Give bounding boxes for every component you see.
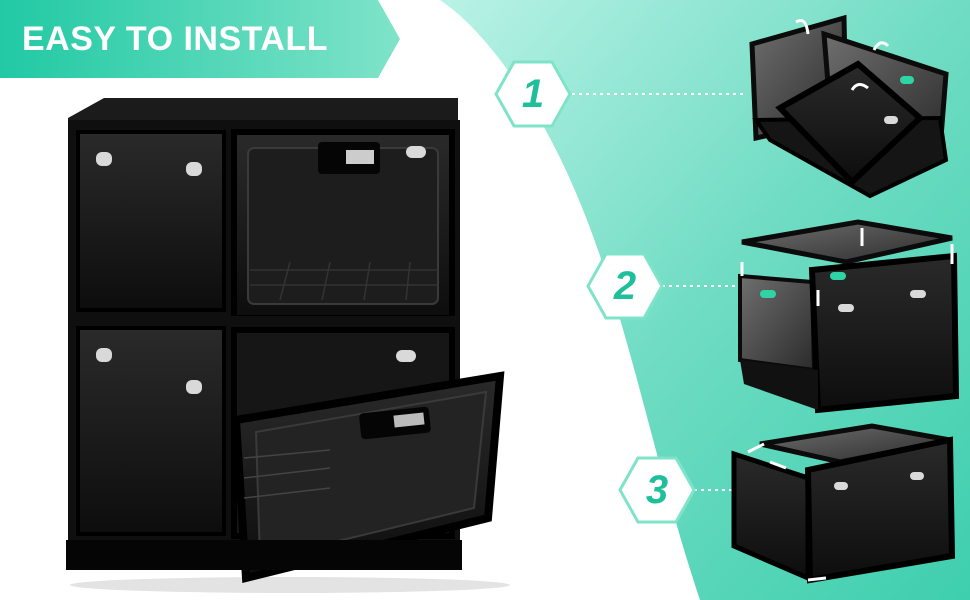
step-badge-1: 1 [497, 62, 569, 126]
banner-title: EASY TO INSTALL [22, 20, 328, 58]
step-badge-3: 3 [621, 458, 693, 522]
step-number-2: 2 [613, 264, 637, 308]
step-2-hexagon [586, 252, 664, 320]
floor-shadow [70, 577, 510, 593]
step-3-hexagon [618, 456, 696, 524]
title-banner: EASY TO INSTALL [0, 0, 400, 78]
step-number-3: 3 [645, 468, 669, 512]
step-badge-2: 2 [589, 254, 661, 318]
step-1-image [749, 14, 949, 199]
step-3-image [731, 423, 956, 584]
step-1-hexagon [494, 60, 572, 128]
step-2-image [738, 219, 960, 414]
step-number-1: 1 [521, 72, 545, 116]
stacked-storage-boxes [66, 98, 505, 584]
